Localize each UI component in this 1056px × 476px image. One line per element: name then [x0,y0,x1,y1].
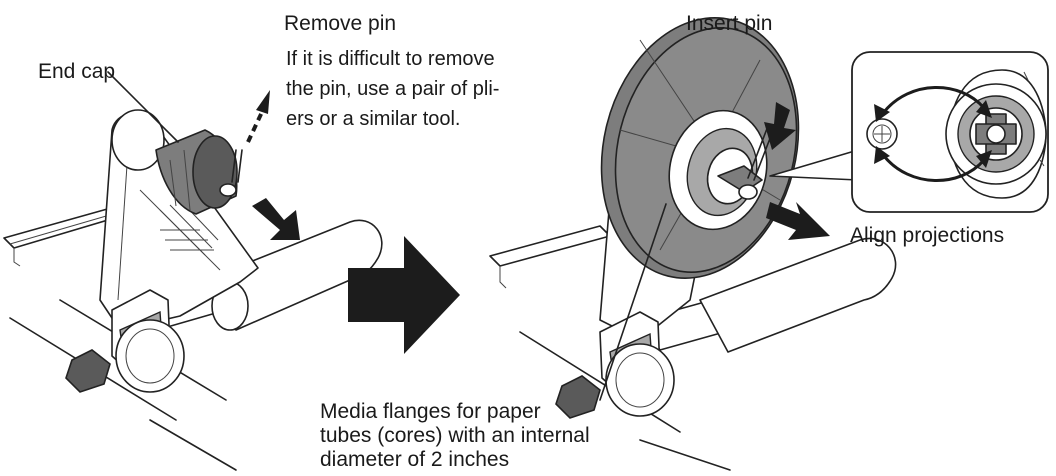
remove-pin-note-line-2: the pin, use a pair of pli- [286,78,500,100]
detail-callout [851,51,1049,213]
left-hub [111,109,165,171]
remove-pin-arrow [246,90,270,143]
right-knob [555,375,601,419]
remove-pin-note-line-3: ers or a similar tool. [286,108,461,130]
right-rail [489,225,611,267]
remove-pin-note-line-1: If it is difficult to remove [286,48,495,70]
insert-pin-label: Insert pin [686,12,773,35]
insert-pin-arrow [764,102,796,150]
remove-pin-note: If it is difficult to remove the pin, us… [286,44,499,134]
media-flanges-leader [599,203,667,401]
media-flanges-line-1: Media flanges for paper [320,400,541,423]
align-projections-label: Align projections [850,224,1005,247]
right-assembly [489,17,897,471]
remove-pin-label: Remove pin [284,12,397,35]
left-assembly [3,71,383,471]
left-pin [231,149,243,183]
left-knob [65,349,111,393]
media-flanges-line-2: tubes (cores) with an internal [320,424,590,447]
media-flanges-label: Media flanges for paper tubes (cores) wi… [320,400,590,472]
media-flanges-line-3: diameter of 2 inches [320,448,510,471]
align-arrows [874,86,992,182]
transition-arrow [348,236,460,354]
pull-end-cap-arrow [252,198,300,240]
end-cap-leader [107,71,179,143]
right-roll-tube [699,237,897,353]
end-cap-label: End cap [38,60,116,83]
detail-flange-hub [945,69,1047,199]
push-flange-arrow [766,202,830,240]
media-flange [600,17,800,279]
